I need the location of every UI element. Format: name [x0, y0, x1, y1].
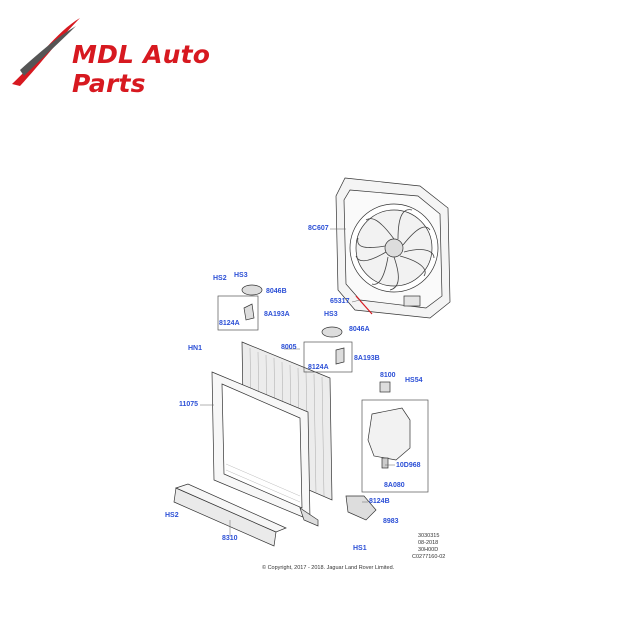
- reference-code-3: 30H00D: [418, 547, 439, 553]
- callout-11075: 11075: [179, 401, 199, 408]
- callout-10d968: 10D968: [396, 462, 421, 469]
- callout-8124a-mid: 8124A: [308, 364, 329, 371]
- brand-name: MDL Auto Parts: [72, 40, 211, 98]
- callout-65317: 65317: [330, 298, 350, 305]
- fan-shroud: [335, 177, 451, 319]
- callout-8983: 8983: [383, 518, 399, 525]
- callout-8046a: 8046A: [349, 326, 370, 333]
- reference-code-2: 08-2018: [418, 540, 439, 546]
- leader-lines: [200, 228, 395, 536]
- callout-hn1: HN1: [188, 345, 203, 352]
- callout-8a080: 8A080: [384, 482, 405, 489]
- reference-code-4: C0277160-02: [412, 554, 446, 560]
- reference-code-1: 3030315: [418, 533, 440, 539]
- callout-hs3-top: HS3: [234, 272, 248, 279]
- mount-brackets: [217, 284, 377, 521]
- callout-hs54: HS54: [405, 377, 423, 384]
- swoosh-logo-icon: [12, 18, 80, 86]
- air-deflector: [173, 483, 287, 547]
- callout-hs3-mid: HS3: [324, 311, 338, 318]
- callout-hs2-top: HS2: [213, 275, 227, 282]
- callout-8124a-top: 8124A: [219, 320, 240, 327]
- callout-8a193a: 8A193A: [264, 311, 290, 318]
- callout-hs2-bottom: HS2: [165, 512, 179, 519]
- coolant-expansion-tank: [361, 381, 429, 493]
- copyright-notice: © Copyright, 2017 - 2018. Jaguar Land Ro…: [262, 565, 395, 571]
- callout-8124b: 8124B: [369, 498, 390, 505]
- front-frame: [211, 371, 319, 527]
- callout-8005: 8005: [281, 344, 297, 351]
- callout-8a193b: 8A193B: [354, 355, 380, 362]
- callout-8310: 8310: [222, 535, 238, 542]
- callout-fan: 8C607: [308, 225, 329, 232]
- callout-8046b: 8046B: [266, 288, 287, 295]
- callout-hs1: HS1: [353, 545, 367, 552]
- callout-8100: 8100: [380, 372, 396, 379]
- brand-logo: MDL Auto Parts: [6, 10, 286, 98]
